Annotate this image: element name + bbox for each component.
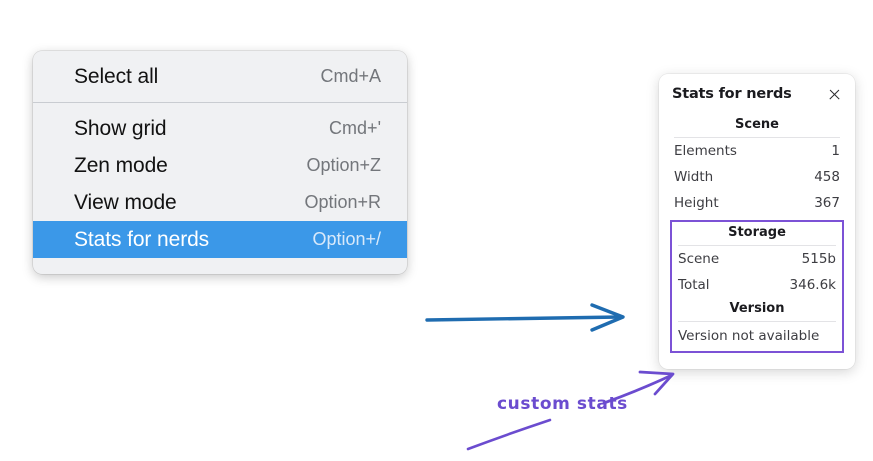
menu-item-show-grid[interactable]: Show grid Cmd+' xyxy=(33,110,407,147)
menu-item-shortcut: Option+Z xyxy=(306,155,381,175)
divider xyxy=(674,137,840,138)
stat-value: 515b xyxy=(801,251,836,267)
blue-arrow-annotation xyxy=(425,303,625,332)
stat-key: Elements xyxy=(674,143,737,159)
section-heading-version: Version xyxy=(729,301,785,316)
menu-item-shortcut: Option+/ xyxy=(312,229,381,249)
menu-item-label: Select all xyxy=(74,64,159,88)
stats-panel-header: Stats for nerds xyxy=(672,86,842,102)
stat-key: Scene xyxy=(678,251,720,267)
close-icon[interactable] xyxy=(827,87,842,102)
panel-title: Stats for nerds xyxy=(672,86,792,102)
menu-item-label: Zen mode xyxy=(74,153,168,177)
menu-item-select-all[interactable]: Select all Cmd+A xyxy=(33,58,407,95)
menu-item-zen-mode[interactable]: Zen mode Option+Z xyxy=(33,147,407,184)
custom-stats-handwritten-label: custom stats xyxy=(497,394,628,414)
menu-item-shortcut: Cmd+A xyxy=(320,66,381,86)
menu-item-view-mode[interactable]: View mode Option+R xyxy=(33,184,407,221)
menu-item-shortcut: Option+R xyxy=(304,192,381,212)
menu-section-2: Show grid Cmd+' Zen mode Option+Z View m… xyxy=(33,110,407,258)
menu-item-label: View mode xyxy=(74,190,177,214)
menu-section-1: Select all Cmd+A xyxy=(33,58,407,95)
stat-value: 367 xyxy=(814,195,840,211)
divider xyxy=(678,321,836,322)
stat-value: 1 xyxy=(831,143,840,159)
custom-stats-group: Storage Scene 515b Total 346.6k Version … xyxy=(670,220,844,353)
stat-row-height: Height 367 xyxy=(672,190,842,216)
context-menu[interactable]: Select all Cmd+A Show grid Cmd+' Zen mod… xyxy=(33,51,407,274)
stat-key: Total xyxy=(678,277,710,293)
stats-for-nerds-panel[interactable]: Stats for nerds Scene Elements 1 Width 4… xyxy=(659,74,855,369)
stat-row-width: Width 458 xyxy=(672,164,842,190)
section-heading-scene: Scene xyxy=(735,117,779,132)
stat-value: 458 xyxy=(814,169,840,185)
stat-row-elements: Elements 1 xyxy=(672,138,842,164)
stat-row-storage-total: Total 346.6k xyxy=(676,272,838,298)
menu-item-label: Show grid xyxy=(74,116,167,140)
purple-underline-annotation xyxy=(466,418,552,451)
menu-divider xyxy=(33,102,407,103)
menu-item-shortcut: Cmd+' xyxy=(329,118,381,138)
stat-key: Height xyxy=(674,195,719,211)
menu-item-stats-for-nerds[interactable]: Stats for nerds Option+/ xyxy=(33,221,407,258)
version-text: Version not available xyxy=(678,328,820,344)
section-heading-storage: Storage xyxy=(728,225,786,240)
stat-row-storage-scene: Scene 515b xyxy=(676,246,838,272)
stat-value: 346.6k xyxy=(789,277,836,293)
divider xyxy=(678,245,836,246)
stat-key: Width xyxy=(674,169,714,185)
menu-item-label: Stats for nerds xyxy=(74,227,210,251)
